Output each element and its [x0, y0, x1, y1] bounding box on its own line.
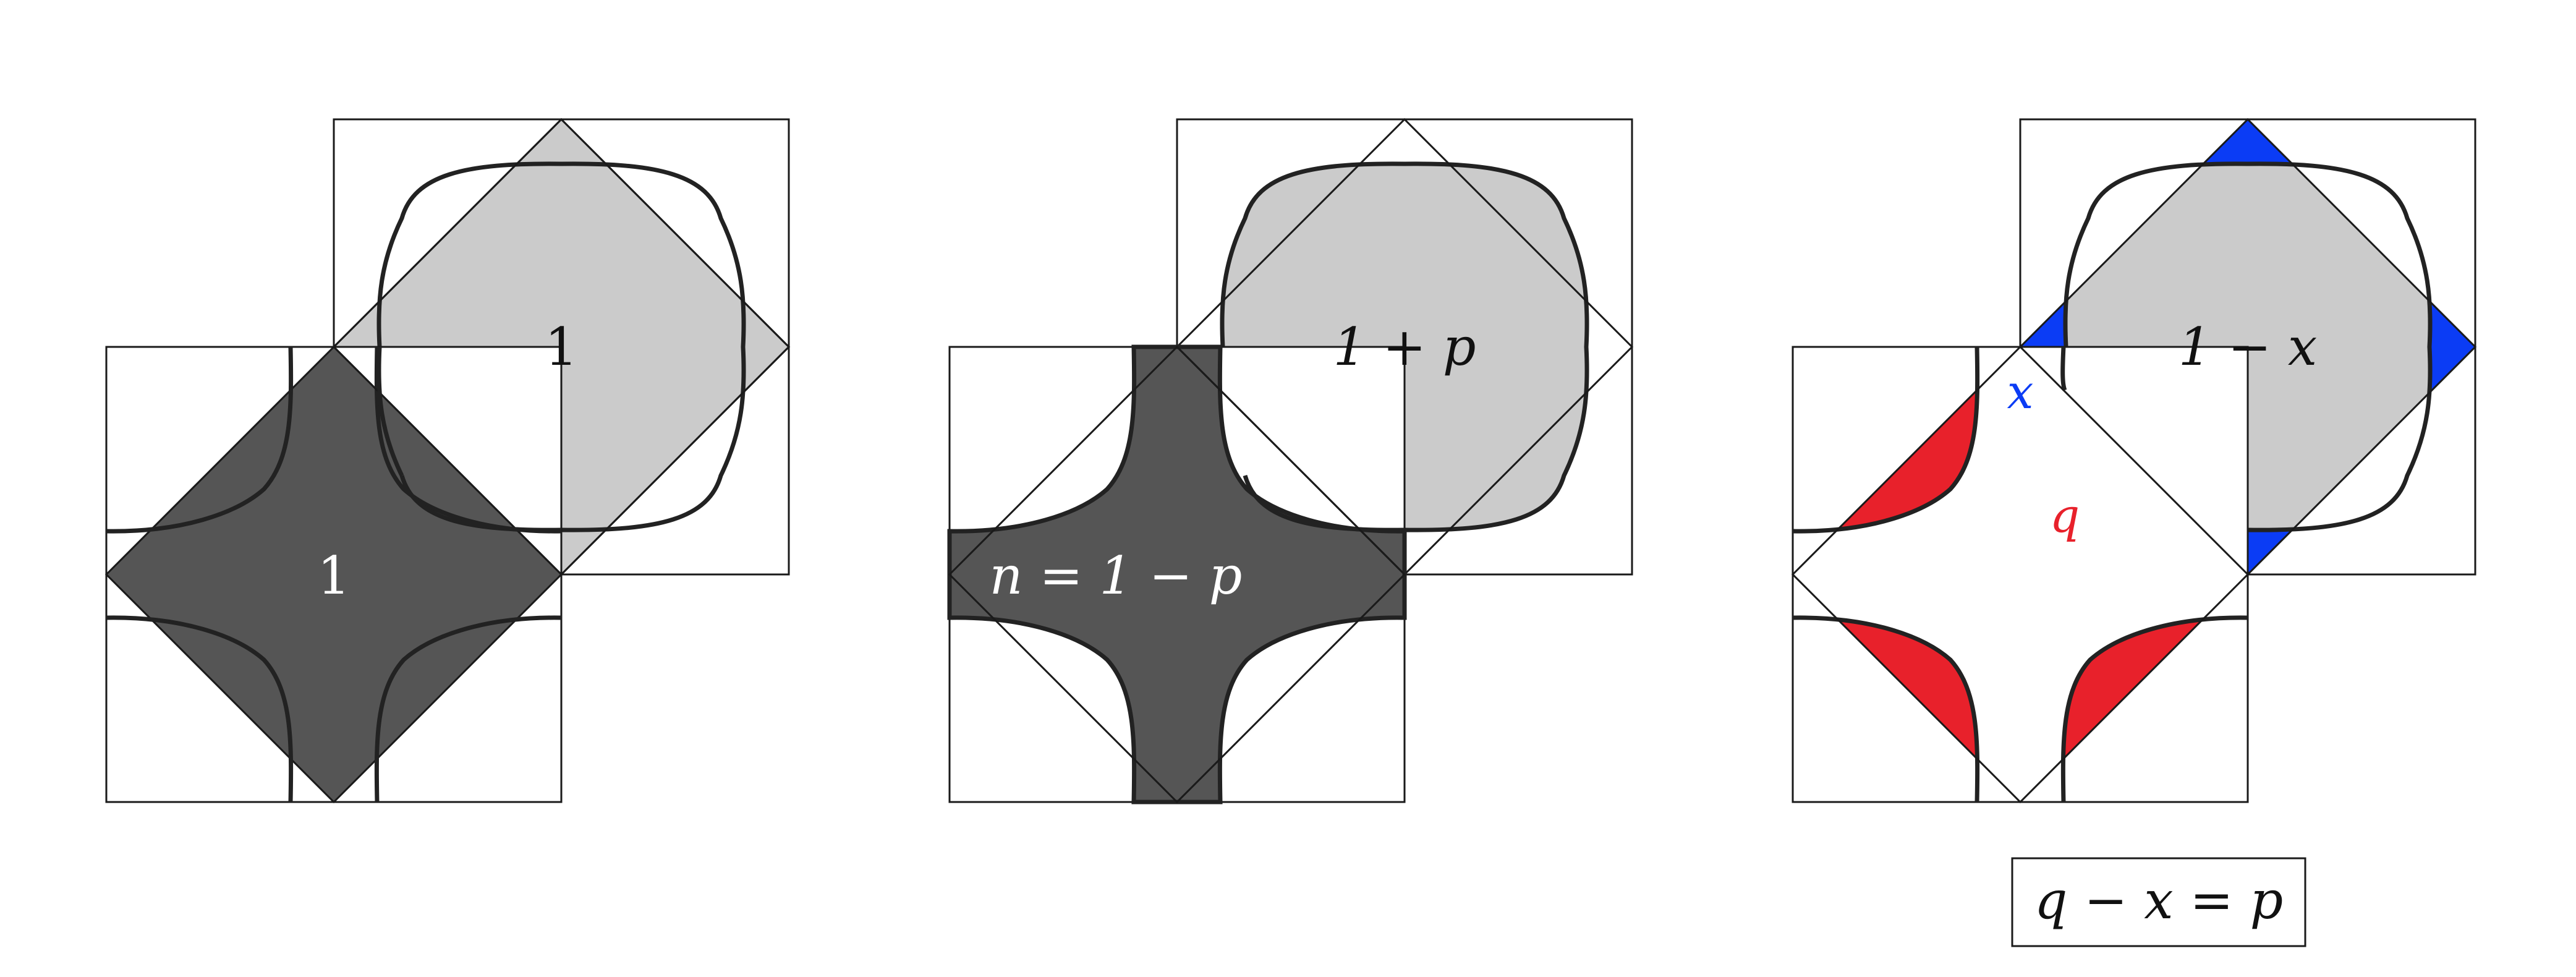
label-bottom-left: 1: [317, 545, 350, 606]
label-top-left: 1: [545, 317, 577, 377]
label-x: x: [2007, 364, 2034, 419]
label-q: q: [2050, 488, 2080, 543]
panel-right: 1 − x x q q − x = p: [1791, 117, 2477, 947]
equation-text: q − x = p: [2034, 870, 2284, 931]
label-bottom-middle: n = 1 − p: [990, 545, 1243, 606]
equation-box: [2011, 857, 2306, 947]
panel-left: 1 1: [104, 117, 791, 804]
label-top-right: 1 − x: [2179, 317, 2318, 377]
label-top-middle: 1 + p: [1333, 317, 1476, 377]
panel-middle: 1 + p n = 1 − p: [950, 117, 1634, 802]
